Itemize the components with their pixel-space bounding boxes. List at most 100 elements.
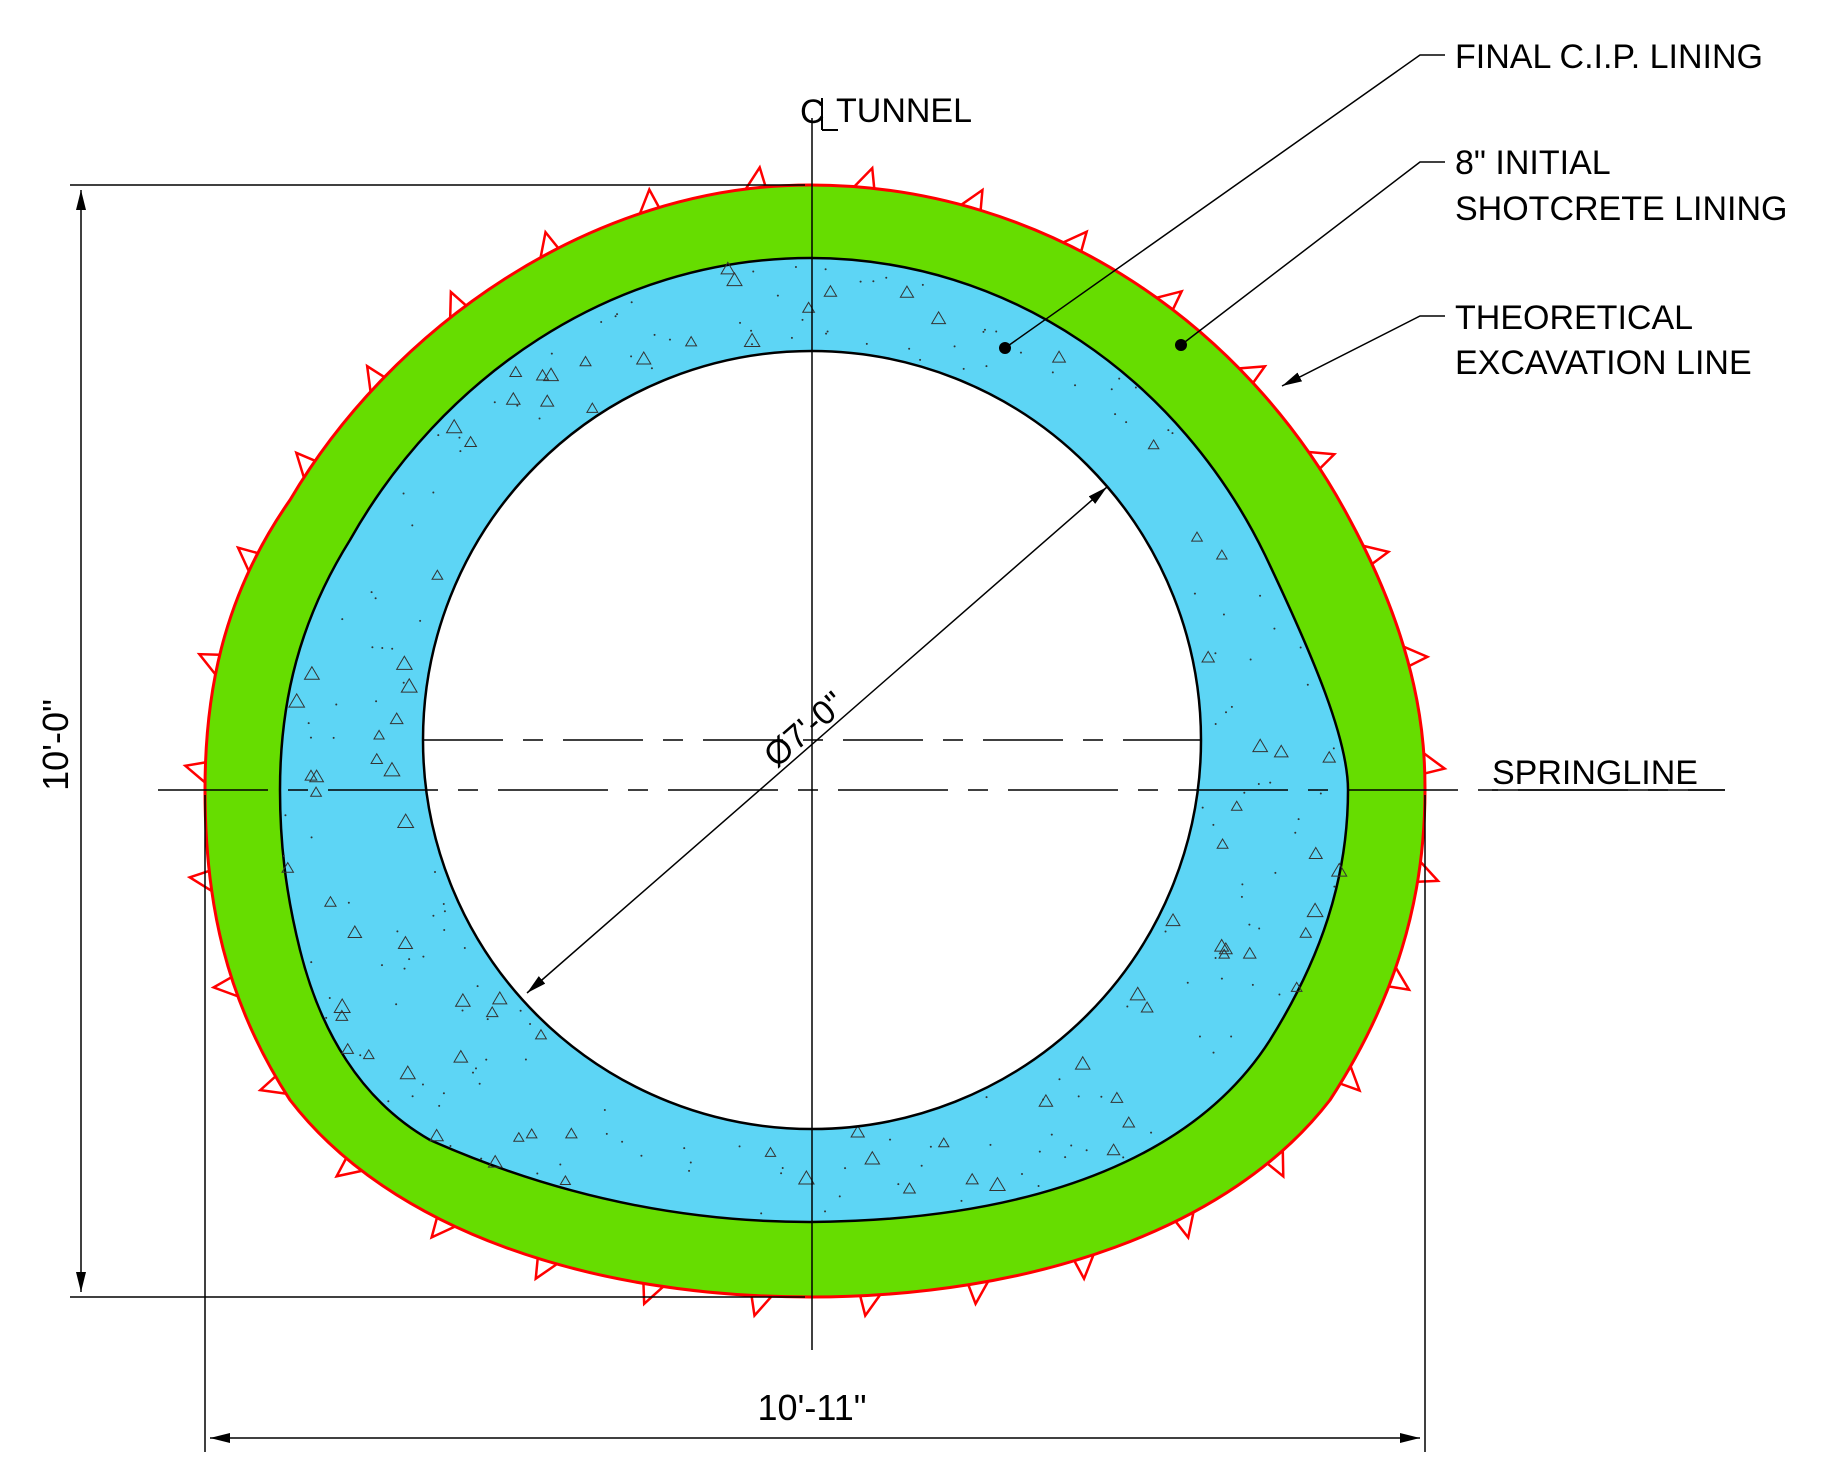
stipple-dot: [1114, 413, 1117, 416]
width-dimension-label: 10'-11": [757, 1387, 866, 1428]
stipple-dot: [824, 268, 827, 271]
stipple-dot: [630, 355, 633, 358]
aggregate-mark: [309, 786, 323, 797]
stipple-dot: [480, 1157, 483, 1160]
stipple-dot: [985, 365, 988, 368]
stipple-dot: [438, 1104, 441, 1107]
aggregate-mark: [396, 813, 415, 828]
stipple-dot: [402, 681, 405, 684]
aggregate-mark: [1308, 846, 1324, 859]
aggregate-mark: [988, 1176, 1006, 1192]
aggregate-mark: [509, 365, 523, 378]
aggregate-mark: [512, 1131, 525, 1142]
aggregate-mark: [720, 261, 736, 275]
stipple-dot: [1050, 1133, 1053, 1136]
aggregate-mark: [370, 752, 384, 764]
stipple-dot: [1126, 1005, 1129, 1008]
stipple-dot: [1122, 1156, 1125, 1159]
stipple-dot: [1110, 388, 1113, 391]
aggregate-mark: [1242, 946, 1257, 959]
aggregate-mark: [1330, 862, 1348, 877]
stipple-dot: [683, 1147, 686, 1150]
stipple-dot: [459, 450, 462, 453]
aggregate-mark: [684, 335, 698, 347]
callout-leader-excavation: [1281, 315, 1445, 387]
aggregate-mark: [1129, 986, 1146, 1001]
aggregate-mark: [397, 935, 414, 950]
aggregate-mark: [1051, 350, 1067, 363]
stipple-dot: [668, 338, 671, 341]
aggregate-mark: [505, 391, 521, 405]
aggregate-mark: [431, 569, 444, 580]
concrete-stipple-texture: [281, 261, 1348, 1215]
stipple-dot: [603, 1109, 606, 1112]
stipple-dot: [307, 722, 310, 725]
stipple-dot: [929, 1145, 932, 1148]
stipple-dot: [325, 1016, 328, 1019]
stipple-dot: [640, 1154, 643, 1157]
stipple-dot: [1222, 613, 1225, 616]
stipple-dot: [442, 1092, 445, 1095]
stipple-dot: [391, 647, 394, 650]
aggregate-mark: [850, 1124, 866, 1138]
excavation-tooth: [1339, 1066, 1362, 1093]
aggregate-mark: [487, 1154, 503, 1168]
excavation-tooth: [448, 289, 467, 318]
excavation-tooth: [182, 761, 206, 784]
stipple-dot: [309, 736, 312, 739]
aggregate-mark: [491, 990, 508, 1005]
stipple-dot: [434, 871, 437, 874]
excavation-tooth: [257, 1075, 286, 1095]
stipple-dot: [332, 736, 335, 739]
excavation-tooth: [750, 1295, 773, 1319]
callout-cip-line1: FINAL C.I.P. LINING: [1455, 38, 1763, 76]
stipple-dot: [738, 1145, 741, 1148]
stipple-dot: [962, 367, 965, 370]
aggregate-mark: [1322, 750, 1337, 763]
stipple-dot: [411, 1095, 414, 1098]
aggregate-mark: [1201, 650, 1216, 663]
excavation-tooth: [539, 229, 560, 258]
stipple-dot: [1085, 1149, 1088, 1152]
stipple-dot: [282, 854, 285, 857]
stipple-dot: [1220, 977, 1223, 980]
stipple-dot: [284, 814, 287, 817]
stipple-dot: [1193, 592, 1196, 595]
aggregate-mark: [1218, 941, 1234, 955]
aggregate-mark: [399, 1065, 417, 1080]
stipple-dot: [1212, 1051, 1215, 1054]
aggregate-mark: [930, 310, 947, 325]
stipple-dot: [600, 320, 603, 323]
stipple-dot: [1214, 652, 1217, 655]
stipple-dot: [471, 1071, 474, 1074]
aggregate-mark: [1038, 1093, 1054, 1107]
stipple-dot: [402, 492, 405, 495]
aggregate-mark: [383, 761, 401, 777]
stipple-dot: [1212, 823, 1215, 826]
excavation-tooth: [853, 165, 876, 189]
stipple-dot: [1294, 831, 1297, 834]
stipple-dot: [1258, 927, 1261, 930]
aggregate-mark: [333, 998, 351, 1014]
centerline-symbol: C: [800, 93, 825, 131]
stipple-dot: [889, 1138, 892, 1141]
stipple-dot: [1333, 885, 1336, 888]
stipple-dot: [1257, 783, 1260, 786]
stipple-dot: [630, 301, 633, 304]
callout-excavation-line1: THEORETICAL: [1455, 299, 1693, 337]
stipple-dot: [897, 1183, 900, 1186]
stipple-dot: [529, 1022, 532, 1025]
aggregate-mark: [389, 712, 404, 725]
excavation-tooth: [334, 1157, 362, 1179]
aggregate-mark: [525, 1127, 538, 1139]
aggregate-mark: [1306, 902, 1324, 918]
aggregate-mark: [864, 1150, 881, 1165]
stipple-dot: [1201, 806, 1204, 809]
stipple-dot: [1241, 883, 1244, 886]
stipple-dot: [463, 947, 466, 950]
stipple-dot: [650, 367, 653, 370]
stipple-dot: [989, 1143, 992, 1146]
aggregate-mark: [539, 394, 555, 407]
aggregate-mark: [485, 1006, 499, 1018]
